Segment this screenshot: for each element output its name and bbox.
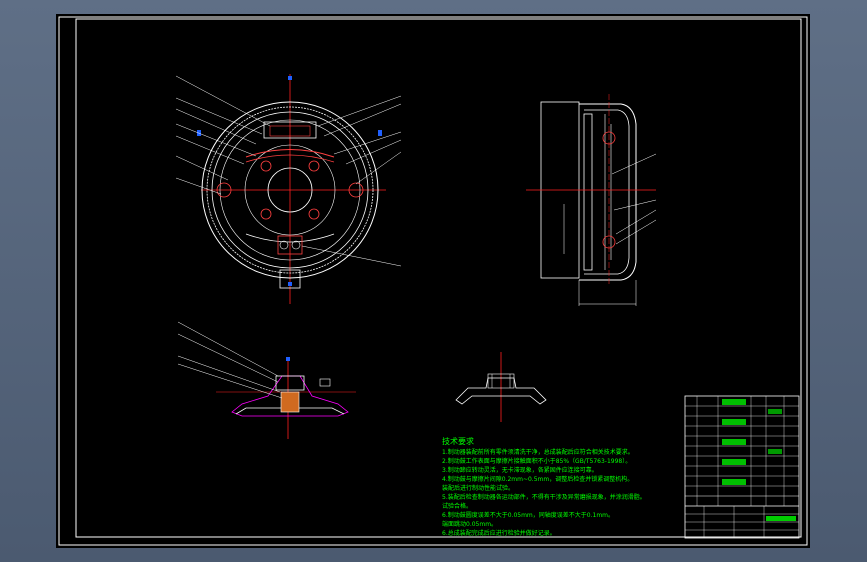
tech-line: 5.装配后检查制动器各运动部件，不得有干涉及异常磨损现象，并涂润滑脂。: [442, 493, 646, 501]
inner-frame: [75, 18, 802, 538]
technical-requirements: 技术要求 1.制动器装配前所有零件须清洗干净，总成装配后应符合相关技术要求。 2…: [442, 436, 646, 537]
detail-view-middle: [455, 352, 547, 422]
tech-line: 4.制动鼓与摩擦片间隙0.2mm~0.5mm，调整后检查并锁紧调整机构。: [442, 475, 633, 483]
detail-view-left: [177, 321, 356, 439]
tech-line: 装配后进行制动性能试验。: [442, 484, 514, 492]
outer-frame: [58, 16, 808, 546]
side-view: [526, 94, 657, 306]
tech-line: 试验合格。: [442, 502, 472, 510]
tech-line: 6.总成装配完成后应进行检验并做好记录。: [442, 529, 556, 537]
cad-viewport[interactable]: 技术要求 1.制动器装配前所有零件须清洗干净，总成装配后应符合相关技术要求。 2…: [56, 14, 810, 548]
tech-line: 6.制动鼓圆度误差不大于0.05mm，同轴度误差不大于0.1mm。: [442, 511, 614, 519]
tech-title: 技术要求: [442, 436, 474, 446]
title-block: [684, 395, 800, 539]
tech-line: 2.制动鼓工作表面与摩擦片接触面积不小于85%（GB/T5763-1998）。: [442, 457, 631, 465]
tech-line: 1.制动器装配前所有零件须清洗干净，总成装配后应符合相关技术要求。: [442, 448, 634, 456]
cad-drawing: 技术要求 1.制动器装配前所有零件须清洗干净，总成装配后应符合相关技术要求。 2…: [58, 16, 808, 546]
tech-line: 3.制动蹄应转动灵活，无卡滞现象，各紧固件应连接可靠。: [442, 466, 598, 474]
tech-line: 端面跳动0.05mm。: [442, 520, 497, 528]
front-view: [175, 74, 402, 304]
